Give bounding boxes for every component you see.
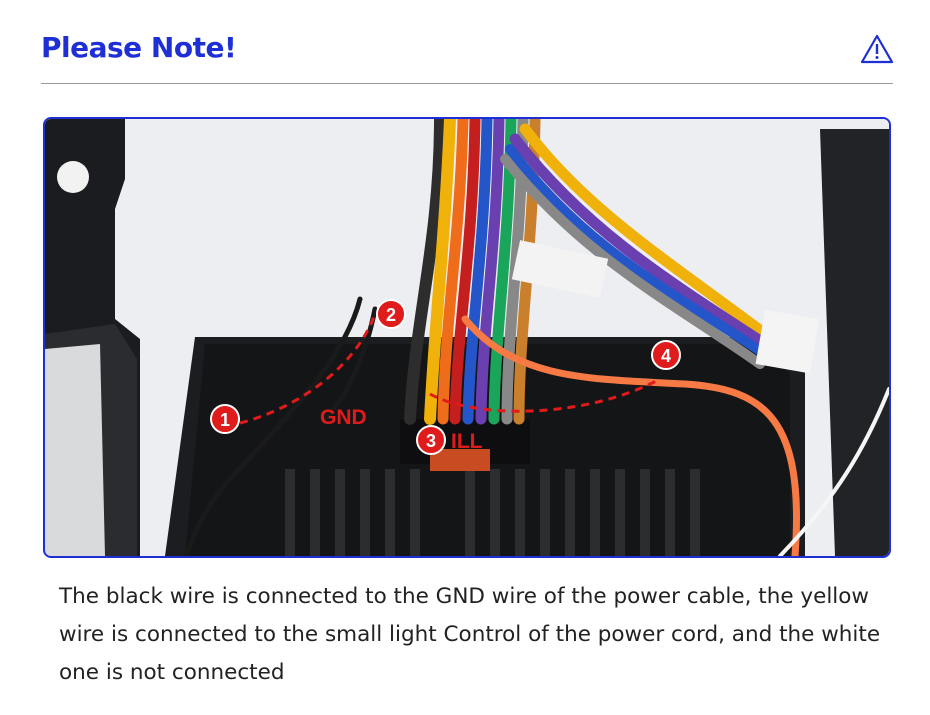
svg-text:4: 4	[661, 346, 671, 366]
page-title: Please Note!	[41, 31, 237, 64]
svg-text:2: 2	[386, 305, 396, 325]
marker-1: 1	[210, 404, 240, 434]
marker-3: 3	[416, 425, 446, 455]
header-divider	[41, 83, 893, 84]
ill-label: ILL	[451, 430, 483, 453]
svg-text:3: 3	[426, 431, 436, 451]
warning-triangle-icon	[860, 34, 894, 64]
caption-text: The black wire is connected to the GND w…	[59, 584, 881, 685]
marker-2: 2	[376, 299, 406, 329]
gnd-label: GND	[320, 406, 367, 429]
marker-4: 4	[651, 340, 681, 370]
svg-text:1: 1	[220, 410, 230, 430]
wiring-photo: 1 2 3 4 GND ILL	[43, 117, 891, 558]
